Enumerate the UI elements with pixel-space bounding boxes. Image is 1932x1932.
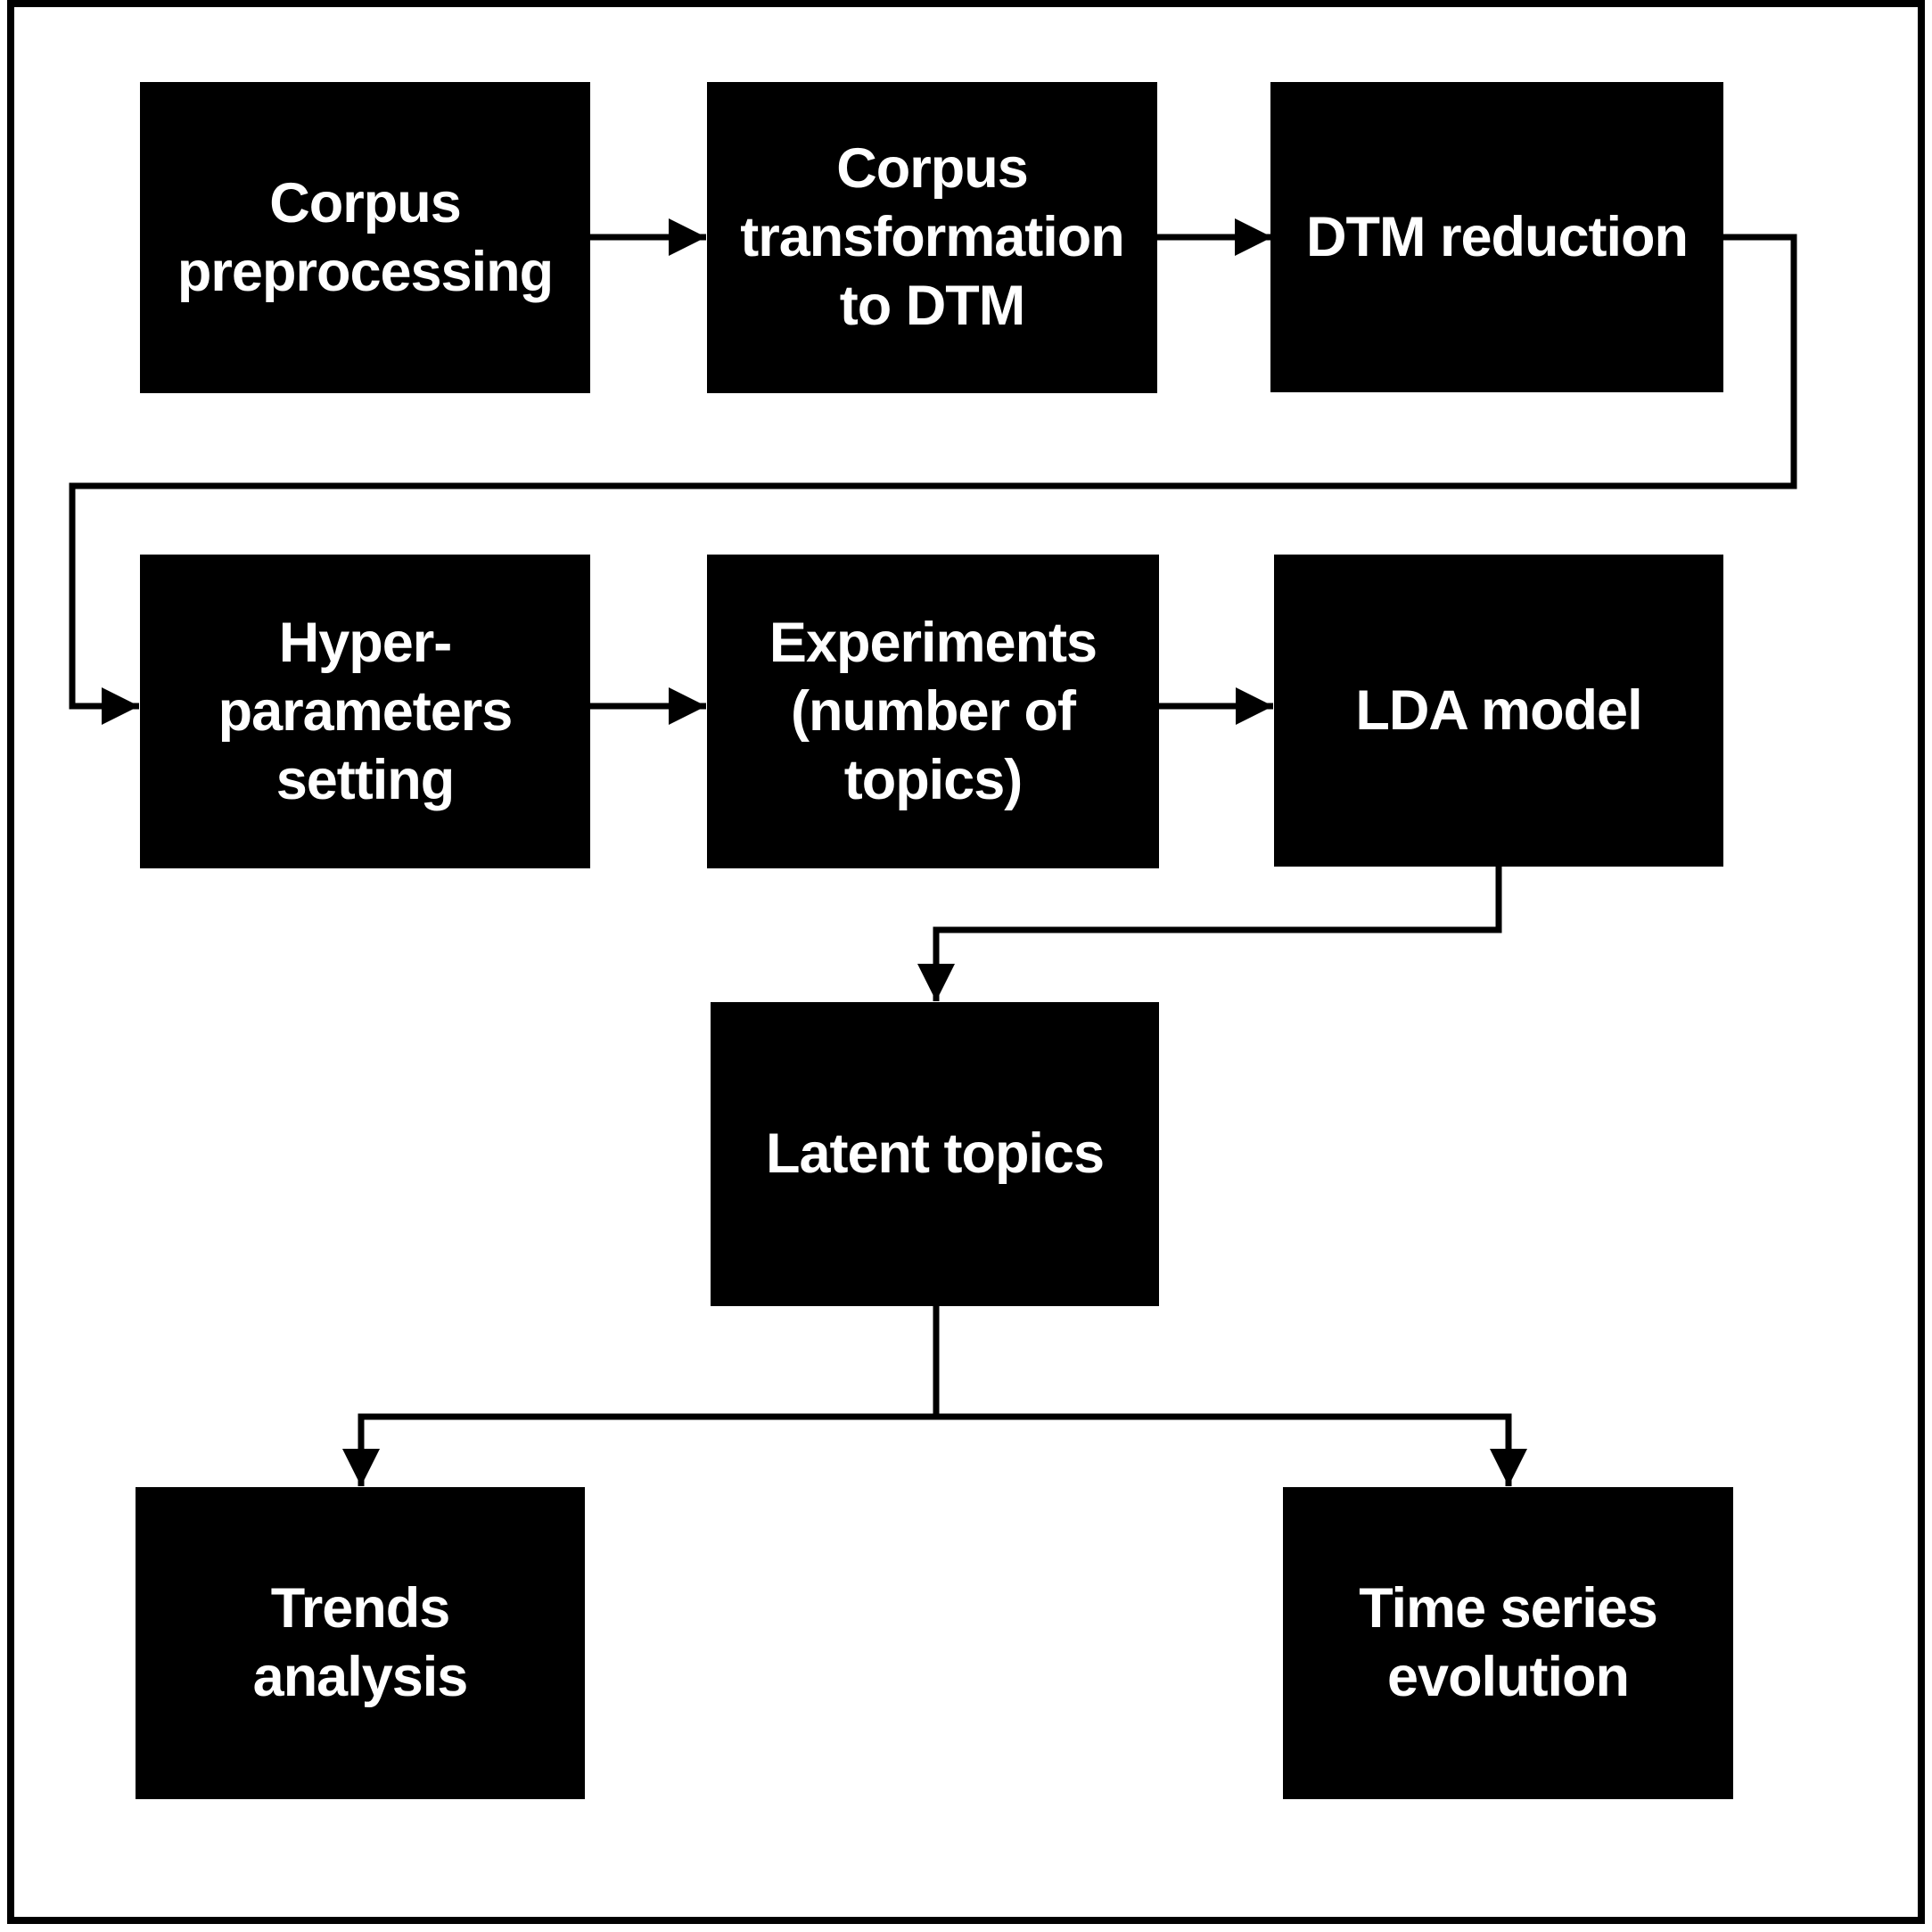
node-label-line: analysis bbox=[252, 1646, 469, 1708]
node-lda-model: LDA model bbox=[1274, 555, 1723, 867]
node-label-line: setting bbox=[275, 748, 456, 811]
edge-latent-topics-to-trends-analysis bbox=[342, 1413, 936, 1486]
node-label-line: topics) bbox=[843, 748, 1024, 811]
node-corpus-preprocessing: Corpus preprocessing bbox=[140, 82, 590, 393]
edge-lda-model-to-latent-topics bbox=[917, 866, 1502, 1001]
node-label-line: LDA model bbox=[1355, 678, 1642, 742]
node-label-line: Latent topics bbox=[765, 1122, 1105, 1185]
node-label-line: preprocessing bbox=[177, 240, 554, 303]
node-label-line: parameters bbox=[218, 679, 514, 743]
node-label-line: (number of bbox=[791, 679, 1076, 743]
node-experiments-number-of-topics: Experiments (number of topics) bbox=[707, 555, 1159, 868]
node-time-series-evolution: Time series evolution bbox=[1283, 1487, 1733, 1799]
diagram-border bbox=[7, 0, 1925, 1924]
node-label-line: Hyper- bbox=[278, 611, 453, 674]
edge-dtm-reduction-to-hyper-parameters bbox=[69, 234, 1797, 725]
node-label-line: DTM reduction bbox=[1306, 205, 1689, 268]
node-label-line: Corpus bbox=[836, 137, 1028, 200]
node-label-line: to DTM bbox=[839, 275, 1025, 337]
node-label-line: Experiments bbox=[769, 611, 1098, 674]
node-label-line: Trends bbox=[270, 1577, 451, 1640]
node-latent-topics: Latent topics bbox=[711, 1002, 1159, 1306]
node-dtm-reduction: DTM reduction bbox=[1270, 82, 1723, 392]
edge-latent-topics-to-time-series bbox=[936, 1413, 1527, 1486]
node-label-line: Time series bbox=[1359, 1577, 1658, 1640]
node-hyper-parameters-setting: Hyper- parameters setting bbox=[140, 555, 590, 868]
node-label-line: evolution bbox=[1387, 1646, 1630, 1708]
node-trends-analysis: Trends analysis bbox=[136, 1487, 585, 1799]
node-corpus-transformation-to-dtm: Corpus transformation to DTM bbox=[707, 82, 1157, 393]
node-label-line: Corpus bbox=[269, 171, 461, 234]
node-label-line: transformation bbox=[740, 206, 1125, 268]
